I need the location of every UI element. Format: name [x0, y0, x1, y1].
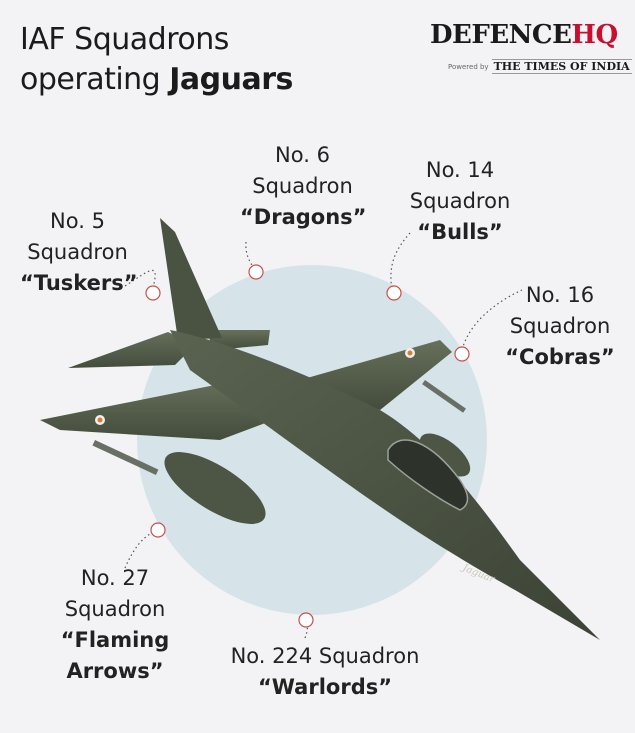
title-bold: Jaguars [169, 62, 293, 97]
logo-powered-by: Powered by [448, 62, 489, 71]
title-line-1: IAF Squadrons [20, 22, 229, 57]
logo-wordmark: DEFENCEHQ [430, 20, 618, 50]
leader-line-27 [124, 529, 159, 569]
jet-drop-tank-right [419, 433, 471, 477]
label-squadron-27: No. 27 Squadron “Flaming Arrows” [55, 563, 175, 687]
squadron-nickname: “Bulls” [417, 220, 503, 244]
squadron-number: No. 14 [425, 158, 495, 182]
label-squadron-5: No. 5 Squadron “Tuskers” [20, 206, 138, 299]
leader-line-16 [461, 289, 523, 351]
marker-squadron-5 [145, 285, 161, 301]
squadron-number: No. 224 Squadron [230, 644, 420, 668]
squadron-number: No. 16 [525, 283, 595, 307]
page-title: IAF Squadrons operating Jaguars [20, 20, 293, 100]
jet-tailplane-left [68, 332, 195, 368]
marker-squadron-224 [298, 612, 314, 628]
label-squadron-14: No. 14 Squadron “Bulls” [400, 155, 520, 248]
label-squadron-224: No. 224 Squadron “Warlords” [215, 641, 435, 703]
label-squadron-16: No. 16 Squadron “Cobras” [500, 280, 620, 373]
title-prefix: operating [20, 62, 170, 97]
squadron-unit: Squadron [509, 314, 611, 338]
squadron-nickname: “Dragons” [240, 205, 367, 229]
roundel-center-icon [407, 350, 413, 356]
logo-toi: THE TIMES OF INDIA [491, 59, 632, 74]
squadron-unit: Squadron [409, 189, 511, 213]
squadron-nickname: “Warlords” [257, 675, 393, 699]
squadron-nickname-line-2: Arrows” [66, 659, 164, 683]
jet-drop-tank-left [164, 452, 266, 524]
jet-missile-left [92, 439, 159, 476]
leader-line-224 [304, 619, 308, 639]
title-line-2: operating Jaguars [20, 60, 293, 100]
marker-squadron-6 [248, 264, 264, 280]
squadron-unit: Squadron [27, 240, 128, 264]
logo-hq: HQ [571, 20, 618, 50]
label-squadron-6: No. 6 Squadron “Dragons” [240, 140, 367, 233]
marker-squadron-14 [386, 285, 402, 301]
marker-squadron-16 [454, 346, 470, 362]
marker-squadron-27 [150, 522, 166, 538]
logo-defence: DEFENCE [430, 20, 572, 50]
squadron-unit: Squadron [252, 174, 353, 198]
squadron-unit: Squadron [64, 597, 166, 621]
squadron-nickname: “Cobras” [505, 345, 615, 369]
squadron-nickname-line-1: “Flaming [60, 628, 170, 652]
jet-missile-right [422, 379, 466, 413]
squadron-nickname: “Tuskers” [20, 271, 138, 295]
jet-canopy [387, 439, 469, 511]
roundel-center-icon [97, 417, 103, 423]
squadron-number: No. 6 [275, 143, 330, 167]
squadron-number: No. 5 [50, 209, 105, 233]
jet-fuselage [170, 330, 600, 640]
squadron-number: No. 27 [80, 566, 150, 590]
jet-tail-fin [160, 218, 222, 340]
